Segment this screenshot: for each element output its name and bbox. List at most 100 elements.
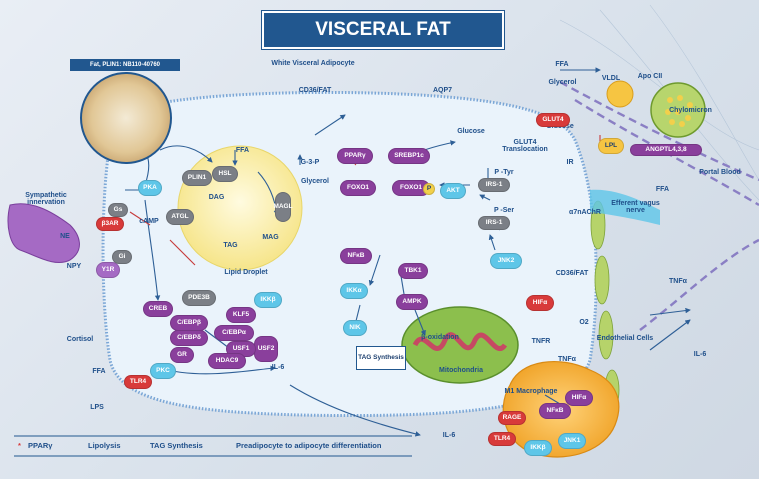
node-lpl: LPL — [598, 138, 624, 154]
node-tlr4-mac: TLR4 — [488, 432, 516, 446]
node-a7nachr: α7nAChR — [569, 209, 601, 217]
node-dag: DAG — [208, 194, 225, 202]
node-srebp1c: SREBP1c — [388, 148, 430, 164]
node-ne: NE — [60, 233, 70, 241]
legend-star: * — [18, 441, 21, 450]
node-tbk1: TBK1 — [398, 263, 428, 279]
node-apo-cii: Apo CII — [637, 73, 663, 81]
node-tnfa-mac: TNFα — [558, 356, 576, 364]
node-ikka: IKKα — [340, 283, 368, 299]
node-mitochondria: Mitochondria — [439, 367, 483, 375]
node-ir: IR — [566, 159, 574, 167]
node-ffa-in: FFA — [235, 147, 250, 155]
node-efferent: Efferent vagus nerve — [611, 199, 660, 214]
node-magl: MAGL — [273, 192, 293, 222]
node-gr: GR — [170, 347, 194, 363]
node-pde3b: PDE3B — [182, 290, 216, 306]
node-p1: P — [423, 183, 435, 195]
node-akt: AKT — [440, 183, 466, 199]
legend-lipolysis: Lipolysis — [88, 441, 121, 450]
node-beta-ox: β-oxidation — [421, 334, 459, 342]
node-cebpa: C/EBPα — [214, 325, 254, 341]
node-camp: cAMP — [139, 218, 159, 226]
page-title: VISCERAL FAT — [262, 11, 504, 49]
node-foxo1b: FOXO1 — [392, 180, 430, 196]
node-ampk: AMPK — [396, 294, 428, 310]
micrograph-image — [80, 72, 172, 164]
node-plin1: PLIN1 — [182, 170, 212, 186]
node-ptyr: P -Tyr — [494, 169, 514, 177]
node-gs: Gs — [108, 203, 128, 217]
node-g3p: G-3-P — [300, 159, 320, 167]
micrograph-caption: Fat, PLIN1: NB110-40760 — [70, 59, 180, 71]
sympathetic-nerve-terminal — [7, 203, 80, 264]
node-nik: NIK — [343, 320, 367, 336]
node-glucose-in: Glucose — [457, 128, 485, 136]
node-pka: PKA — [138, 180, 162, 196]
node-il6-in: IL-6 — [271, 364, 285, 372]
node-jnk2: JNK2 — [490, 253, 522, 269]
node-lipid-droplet: Lipid Droplet — [224, 269, 268, 277]
node-il6-right: IL-6 — [693, 351, 707, 359]
node-tnfa-right: TNFα — [669, 278, 687, 286]
node-cebpd: C/EBPδ — [170, 330, 208, 346]
node-ffa-left: FFA — [92, 368, 106, 376]
mitochondria — [401, 306, 519, 384]
node-glycerol-in: Glycerol — [300, 178, 329, 186]
legend-preadipocyte: Preadipocyte to adipocyte differentiatio… — [236, 441, 382, 450]
chylomicron-dots — [665, 95, 693, 127]
node-usf2: USF2 — [254, 336, 278, 362]
node-jnk1: JNK1 — [558, 433, 586, 449]
node-hsl: HSL — [212, 166, 238, 182]
node-rage: RAGE — [498, 411, 526, 425]
node-vldl: VLDL — [601, 75, 621, 83]
node-creb: CREB — [143, 301, 173, 317]
node-sympathetic: Sympathetic innervation — [25, 191, 67, 206]
node-cd36-right: CD36/FAT — [555, 270, 589, 278]
node-hdac9: HDAC9 — [208, 353, 246, 369]
node-portal-blood: Portal Blood — [699, 169, 741, 177]
node-irs1a: IRS-1 — [478, 178, 510, 192]
node-npy: NPY — [66, 263, 82, 271]
node-cebpb: C/EBPβ — [170, 315, 208, 331]
node-nfkb: NFκB — [340, 248, 372, 264]
efferent-vagus-nerve — [590, 189, 660, 225]
node-m1-macrophage: M1 Macrophage — [504, 388, 558, 396]
node-cortisol: Cortisol — [66, 336, 94, 344]
node-b3ar: β3AR — [96, 217, 124, 231]
node-glycerol-top: Glycerol — [548, 79, 577, 87]
node-chylomicron: Chylomicron — [669, 107, 712, 115]
node-klf5: KLF5 — [226, 307, 256, 323]
node-white-adipocyte: White Visceral Adipocyte — [271, 60, 355, 68]
node-aqp7: AQP7 — [432, 87, 453, 95]
legend-tag-synthesis: TAG Synthesis — [150, 441, 203, 450]
node-tag: TAG — [223, 242, 238, 250]
node-mag: MAG — [262, 234, 279, 242]
node-tag-synth: TAG Synthesis — [356, 346, 406, 370]
node-glut4: GLUT4 — [536, 113, 570, 127]
legend-ppary: PPARγ — [28, 441, 53, 450]
node-ikkb-mac: IKKβ — [524, 440, 552, 456]
node-ffa-top: FFA — [555, 61, 569, 69]
node-y1r: Y1R — [96, 262, 120, 278]
node-pkc: PKC — [150, 363, 176, 379]
node-hif-mac: HIFα — [565, 390, 593, 406]
node-o2: O2 — [579, 319, 589, 327]
node-ppary: PPARγ — [337, 148, 373, 164]
node-endothelial: Endothelial Cells — [596, 335, 654, 343]
node-gi: Gi — [112, 250, 132, 264]
node-cd36-top: CD36/FAT — [298, 87, 332, 95]
node-irs1b: IRS-1 — [478, 216, 510, 230]
node-lps: LPS — [90, 404, 104, 412]
node-tlr4-left: TLR4 — [124, 375, 152, 389]
node-hif-a: HIFα — [526, 295, 554, 311]
node-atgl: ATGL — [166, 209, 194, 225]
vldl-particle — [606, 80, 634, 108]
node-angptl: ANGPTL4,3,8 — [630, 144, 702, 156]
node-ffa-right: FFA — [655, 186, 670, 194]
node-ikkb1: IKKβ — [254, 292, 282, 308]
node-il6-bottom: IL-6 — [442, 432, 456, 440]
node-foxo1a: FOXO1 — [340, 180, 376, 196]
node-tnfr: TNFR — [531, 338, 551, 346]
